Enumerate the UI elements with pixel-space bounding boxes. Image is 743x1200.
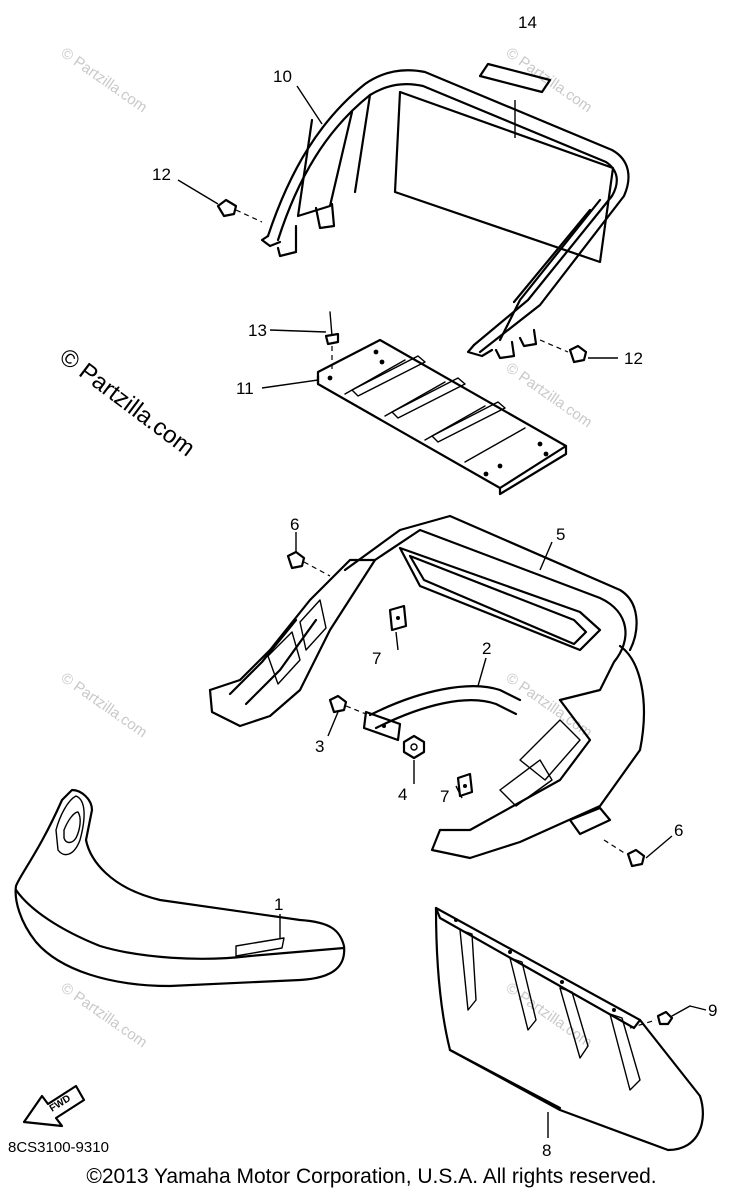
part-bumper[interactable] (14, 788, 346, 988)
part-rivet-9[interactable] (629, 1005, 691, 1029)
callout-13: 13 (248, 321, 267, 340)
part-carrier-frame[interactable] (208, 514, 646, 860)
part-bolt-12-left[interactable] (216, 198, 263, 223)
part-nut[interactable] (402, 734, 426, 760)
part-rear-rack[interactable] (260, 69, 630, 360)
watermark-tile: © Partzilla.com (503, 359, 596, 431)
part-rivet[interactable] (324, 311, 340, 372)
callout-leaders (177, 85, 707, 1138)
callout-labels: 10 14 12 12 13 11 6 5 7 2 3 4 7 6 1 8 9 (152, 13, 717, 1160)
part-bolt-3[interactable] (328, 694, 367, 715)
callout-1: 1 (274, 895, 283, 914)
part-clip-lower[interactable] (456, 772, 474, 798)
part-label-sticker[interactable] (478, 62, 552, 138)
callout-7-upper: 7 (372, 649, 381, 668)
copyright-notice: ©2013 Yamaha Motor Corporation, U.S.A. A… (86, 1165, 657, 1188)
part-mud-flap[interactable] (434, 906, 704, 1152)
callout-12-lower: 12 (624, 349, 643, 368)
callout-11: 11 (236, 379, 254, 398)
callout-6-lower: 6 (674, 821, 683, 840)
callout-12-upper: 12 (152, 165, 171, 184)
fwd-arrow-icon: FWD (22, 1084, 86, 1128)
callout-4: 4 (398, 785, 407, 804)
watermark-tile: © Partzilla.com (58, 669, 151, 741)
watermark-tile: © Partzilla.com (58, 979, 151, 1051)
watermark-tile: © Partzilla.com (58, 44, 151, 116)
callout-3: 3 (315, 737, 324, 756)
callout-6-upper: 6 (290, 515, 299, 534)
watermark-main: © Partzilla.com (54, 343, 199, 462)
callout-2: 2 (482, 639, 491, 658)
diagram-code: 8CS3100-9310 (8, 1139, 109, 1156)
callout-5: 5 (556, 525, 565, 544)
part-bolt-6-lower[interactable] (603, 839, 646, 868)
part-clip-upper[interactable] (388, 604, 408, 632)
part-bracket[interactable] (362, 685, 522, 742)
callout-14: 14 (518, 13, 537, 32)
watermark-tile: © Partzilla.com (503, 979, 596, 1051)
callout-9: 9 (708, 1001, 717, 1020)
callout-7-lower: 7 (440, 787, 449, 806)
watermark-tiles: © Partzilla.com © Partzilla.com © Partzi… (58, 44, 596, 1051)
part-bolt-12-right[interactable] (539, 339, 588, 364)
part-floor-plate[interactable] (316, 338, 568, 496)
part-bolt-6-upper[interactable] (286, 550, 331, 577)
callout-8: 8 (542, 1141, 551, 1160)
callout-10: 10 (273, 67, 292, 86)
